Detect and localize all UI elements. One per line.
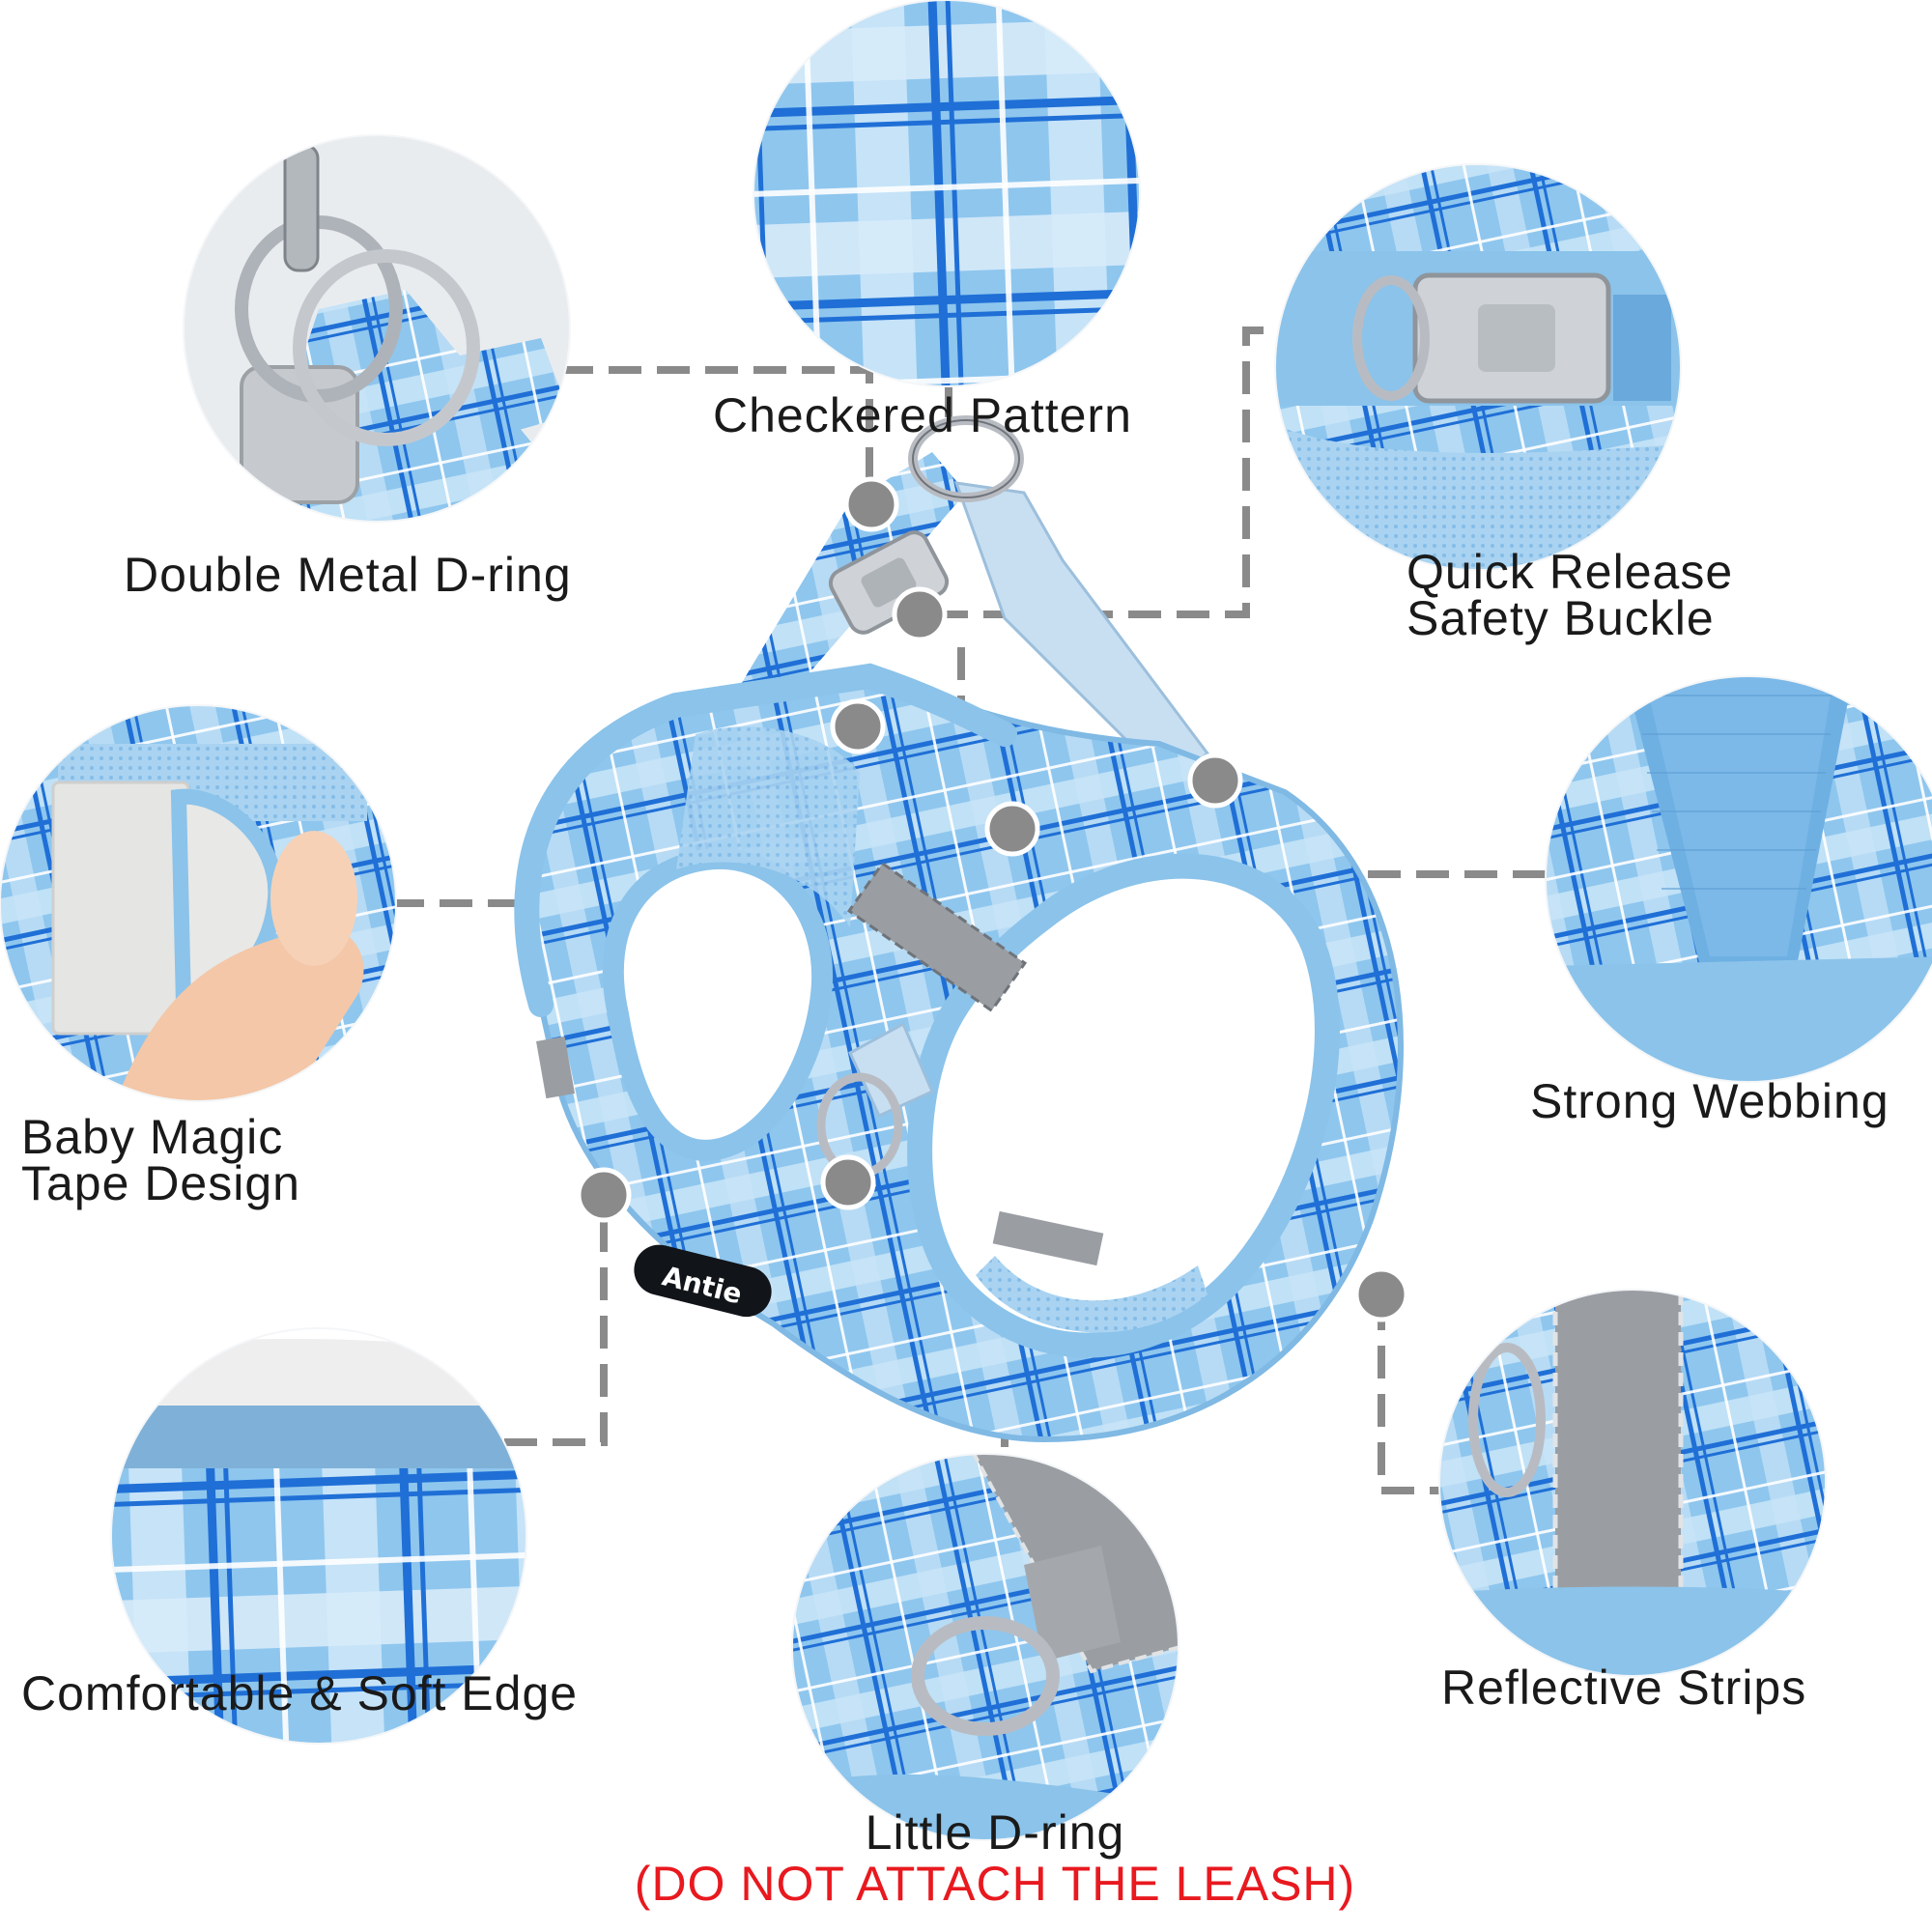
detail-magic-tape-image xyxy=(0,705,396,1101)
label-strong-webbing: Strong Webbing xyxy=(1530,1074,1889,1128)
detail-checkered-pattern-image xyxy=(753,0,1140,386)
detail-double-d-ring-image xyxy=(184,135,570,522)
marker-checkered xyxy=(984,801,1040,857)
detail-little-d-ring-image xyxy=(792,1454,1179,1840)
label-baby-magic-line2: Tape Design xyxy=(21,1156,300,1210)
detail-strong-webbing-image xyxy=(1546,676,1932,1082)
connector-soft-edge xyxy=(504,1198,608,1446)
marker-magic-tape xyxy=(830,698,886,754)
connector-reflective xyxy=(1378,1297,1439,1494)
label-reflective-strips: Reflective Strips xyxy=(1441,1661,1807,1715)
marker-dots xyxy=(576,476,1409,1322)
detail-quick-release-buckle-image xyxy=(1275,164,1681,570)
label-quick-release-line2: Safety Buckle xyxy=(1406,591,1715,645)
label-baby-magic-line1: Baby Magic xyxy=(21,1110,284,1164)
label-little-d-ring: Little D-ring xyxy=(865,1805,1125,1860)
label-checkered-pattern: Checkered Pattern xyxy=(713,388,1132,442)
label-soft-edge: Comfortable & Soft Edge xyxy=(21,1666,579,1720)
label-little-d-ring-warning: (DO NOT ATTACH THE LEASH) xyxy=(634,1857,1356,1911)
marker-little-d-ring xyxy=(820,1154,876,1210)
detail-reflective-strips-image xyxy=(1439,1290,1826,1676)
detail-circle-outlines xyxy=(0,0,1932,1841)
marker-soft-edge xyxy=(576,1167,632,1223)
harness-illustration: Antie xyxy=(514,415,1409,1443)
label-quick-release-line1: Quick Release xyxy=(1406,545,1734,599)
marker-webbing xyxy=(1187,753,1243,809)
marker-reflective xyxy=(1353,1266,1409,1322)
label-double-d-ring: Double Metal D-ring xyxy=(124,548,572,602)
marker-double-d-ring xyxy=(843,476,899,532)
marker-quick-release xyxy=(892,586,948,642)
